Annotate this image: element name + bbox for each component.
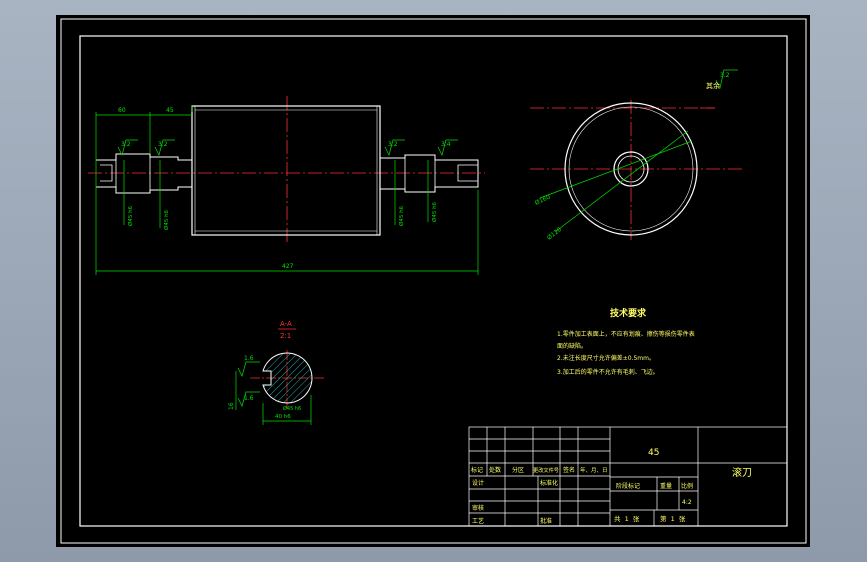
sheets-total: 共 1 张 [614, 514, 640, 523]
label-stage: 阶段标记 [616, 482, 640, 490]
label-review: 审核 [472, 504, 484, 512]
dimensions [95, 106, 479, 275]
section-view: A-A 2:1 1.6 1.6 16 40 h6 Ø45 h6 [228, 320, 325, 425]
label-scale: 比例 [681, 482, 693, 490]
outer-circle-inner [568, 106, 694, 232]
label-design: 设计 [472, 479, 484, 487]
outer-circle [564, 102, 698, 236]
fit-label-3: Ø45 h6 [398, 205, 405, 226]
fit-label-1: Ø45 h6 [127, 205, 134, 226]
tech-line-2: 2.未注长度尺寸允许偏差±0.5mm。 [557, 354, 655, 362]
title-block: 45 滚刀 标记 处数 分区 更改文件号 签名 年、月、日 设计 标准化 阶段标… [468, 426, 788, 527]
remain-roughness-symbol [715, 69, 738, 90]
material: 45 [648, 448, 659, 458]
dim-45: 45 [166, 107, 174, 114]
outer-border [60, 18, 807, 544]
inner-frame [79, 35, 788, 527]
section-label: A-A [280, 320, 292, 328]
left-keyway [100, 164, 113, 182]
fit-label-2: Ø45 h6 [163, 209, 170, 230]
label-approve: 批准 [540, 517, 552, 525]
dim-60: 60 [118, 107, 126, 114]
side-view: Ø160 Ø120 3.2 其余 [530, 69, 745, 242]
section-dim-40: 40 h6 [275, 414, 291, 420]
drawing-sheet [56, 15, 810, 547]
scale-value: 4:2 [682, 499, 692, 506]
roughness-2: 3.2 [158, 141, 168, 148]
header-sign: 签名 [563, 466, 575, 474]
tech-line-1: 1.零件加工表面上，不应有划痕、擦伤等损伤零件表 [557, 330, 695, 338]
section-scale: 2:1 [280, 332, 291, 340]
sheet-number: 第 1 张 [660, 514, 686, 523]
fit-label-4: Ø45 h6 [431, 201, 438, 222]
technical-requirements: 技术要求 1.零件加工表面上，不应有划痕、擦伤等损伤零件表 面的缺陷。 2.未注… [557, 307, 695, 376]
section-dimensions [235, 361, 312, 425]
section-roughness-2: 1.6 [244, 395, 254, 402]
roller-body [191, 105, 381, 236]
remain-label: 其余 [706, 81, 720, 90]
front-view: 60 45 427 3.2 3.2 3.2 3.4 Ø45 h6 Ø45 h6 … [88, 96, 485, 275]
header-date: 年、月、日 [580, 466, 608, 474]
right-keyway [457, 164, 478, 182]
tech-line-1b: 面的缺陷。 [557, 342, 587, 350]
header-zone: 分区 [512, 466, 524, 474]
header-count: 处数 [489, 466, 501, 474]
roughness-3: 3.2 [388, 141, 398, 148]
section-hatched-shaft [262, 352, 313, 404]
bore-circle [613, 151, 649, 187]
header-doc: 更改文件号 [533, 466, 559, 474]
part-name: 滚刀 [732, 466, 752, 479]
roughness-1: 3.2 [121, 141, 131, 148]
header-mark: 标记 [471, 466, 483, 474]
dia-leader-1 [539, 140, 693, 199]
label-process: 工艺 [472, 517, 484, 525]
dia-leader-2 [554, 130, 689, 233]
remain-roughness-value: 3.2 [720, 72, 730, 79]
tech-line-3: 3.加工后的零件不允许有毛刺、飞边。 [557, 368, 659, 376]
roughness-4: 3.4 [441, 141, 451, 148]
dim-427: 427 [282, 263, 294, 270]
tech-title: 技术要求 [610, 307, 647, 319]
section-roughness-1: 1.6 [244, 355, 254, 362]
label-weight: 重量 [660, 482, 672, 490]
section-fit: Ø45 h6 [283, 405, 301, 412]
label-standard: 标准化 [540, 479, 558, 487]
section-dim-16: 16 [228, 402, 235, 410]
